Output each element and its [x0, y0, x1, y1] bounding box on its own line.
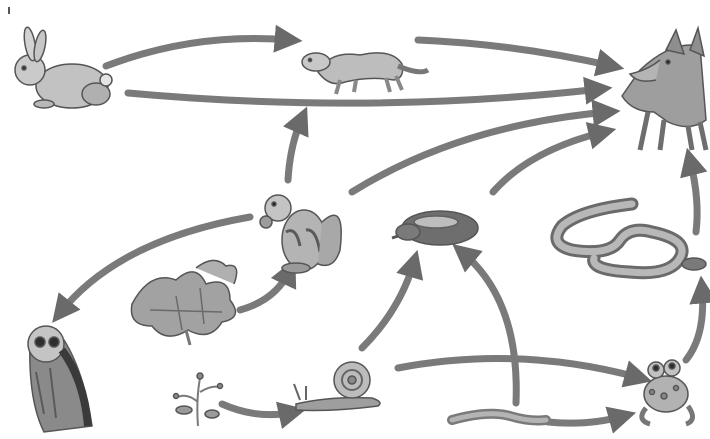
arrow-chipmunk-to-weasel	[288, 118, 302, 180]
snail-icon	[294, 362, 380, 411]
frog-icon	[642, 360, 693, 424]
arrow-snail-to-mole	[362, 262, 414, 348]
chipmunk-icon	[260, 195, 341, 273]
owl-icon	[28, 326, 92, 432]
arrow-rabbit-to-coyote	[128, 89, 600, 103]
flowering-plant-icon	[174, 373, 223, 426]
mole-icon	[392, 211, 478, 245]
arrow-plant-to-snail	[222, 404, 294, 415]
snake-icon	[557, 204, 706, 273]
arrow-snake-to-coyote	[690, 160, 697, 232]
arrow-layer	[60, 38, 703, 423]
corner-mark	[8, 7, 10, 14]
arrow-worm-to-mole	[462, 252, 516, 403]
coyote-icon	[622, 28, 706, 150]
arrow-worm-to-frog	[548, 416, 624, 423]
oak-leaves-icon	[131, 260, 236, 345]
weasel-icon	[302, 53, 428, 94]
earthworm-icon	[452, 414, 546, 421]
arrow-chipmunk-to-coyote	[352, 112, 608, 192]
arrow-oak-to-chipmunk	[240, 270, 290, 310]
arrow-frog-to-snake	[686, 288, 703, 360]
arrow-rabbit-to-weasel	[106, 38, 290, 66]
rabbit-icon	[15, 26, 112, 108]
arrow-weasel-to-coyote	[418, 40, 612, 66]
arrow-mole-to-coyote	[493, 132, 604, 192]
